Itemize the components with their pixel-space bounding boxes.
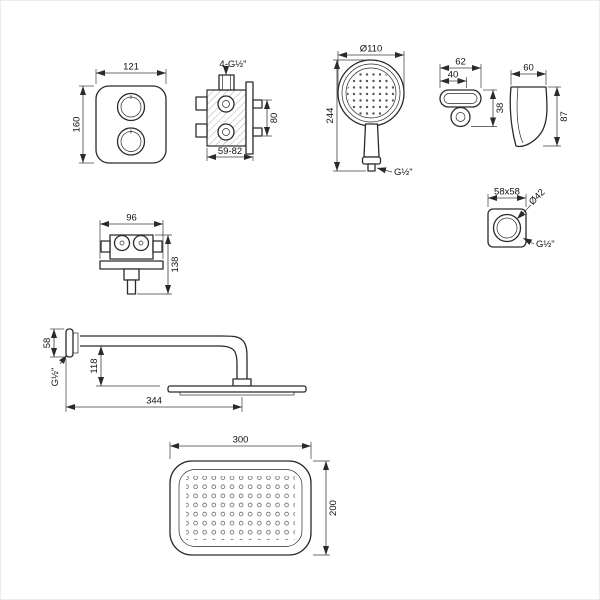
- dim-text-faceplate-height: 160: [72, 117, 83, 133]
- wall-elbow-view: 58x58 Ø42 G½": [487, 187, 555, 250]
- dim-text-head-depth: 200: [328, 500, 339, 516]
- bracket-side-profile: [509, 86, 548, 148]
- valve-left-port-lower: [195, 123, 208, 138]
- dim-text-head-width: 300: [233, 435, 249, 446]
- head-nozzle-grid: [186, 476, 295, 540]
- head-plate-side: [167, 385, 307, 393]
- dim-bracket-depth: 38: [471, 89, 506, 127]
- valve-body-left-port: [100, 240, 111, 253]
- dim-bracket-base-width: 40: [440, 70, 467, 88]
- dim-head-depth: 200: [313, 460, 339, 556]
- head-nozzle-band: [179, 391, 295, 396]
- dim-text-bracket-side-height: 87: [559, 111, 570, 122]
- dim-text-faceplate-width: 121: [123, 62, 139, 73]
- valve-body-crossbar: [99, 260, 164, 270]
- hand-shower-handle: [363, 123, 380, 158]
- valve-body-stem: [123, 268, 140, 281]
- valve-stem-upper: [252, 99, 263, 109]
- dim-text-valve-height: 80: [269, 113, 280, 124]
- dim-arm-reach: 344: [65, 359, 243, 412]
- dim-arm-drop: 118: [89, 346, 160, 387]
- bracket-hook-plan: [450, 106, 471, 128]
- dim-valve-body-height: 138: [137, 234, 181, 295]
- dim-bracket-width: 62: [439, 57, 482, 88]
- dim-valve-height: 80: [263, 99, 280, 137]
- dim-valve-body-width: 96: [99, 213, 164, 259]
- mixer-faceplate-front-view: 121 160: [72, 62, 167, 164]
- dim-text-bracket-width: 62: [455, 57, 466, 68]
- dim-faceplate-width: 121: [95, 62, 167, 84]
- label-elbow-diameter: Ø42: [516, 187, 547, 220]
- dim-elbow-plate-size: 58x58: [487, 187, 527, 207]
- dim-text-hand-shower-thread: G½": [394, 167, 413, 178]
- dim-text-bracket-side-width: 60: [523, 63, 534, 74]
- dim-hand-shower-length: 244: [325, 59, 366, 172]
- dim-text-arm-reach: 344: [146, 396, 162, 407]
- lower-knob: [116, 127, 146, 156]
- dim-text-bracket-depth: 38: [495, 103, 506, 114]
- bracket-base-plan: [439, 89, 482, 108]
- dim-text-hand-shower-diameter: Ø110: [360, 44, 383, 55]
- dim-valve-depth: 59-82: [206, 146, 254, 161]
- dim-bracket-side-width: 60: [510, 63, 547, 85]
- arm-head-connector: [232, 378, 252, 387]
- dim-text-hand-shower-length: 244: [325, 108, 336, 124]
- valve-left-port-upper: [195, 96, 208, 111]
- mixer-valve-section-view: 4-G½" 80 59-82: [195, 59, 280, 161]
- valve-body-front-view: 96 138: [99, 213, 181, 295]
- spray-face-dots: [347, 69, 395, 117]
- valve-top-port: [218, 74, 235, 91]
- upper-knob: [116, 92, 146, 122]
- label-hand-shower-thread: G½": [376, 167, 413, 178]
- dim-text-arm-drop: 118: [89, 358, 100, 373]
- dim-text-valve-body-width: 96: [126, 213, 137, 224]
- arm-tube-outer: [80, 335, 248, 379]
- valve-stem-lower: [252, 127, 263, 137]
- dim-arm-flange: 58: [42, 328, 64, 358]
- bracket-top-view: 62 40 38: [439, 57, 506, 128]
- label-valve-ports-thread: 4-G½": [219, 59, 247, 75]
- dim-head-width: 300: [169, 435, 312, 459]
- arm-wall-flange: [65, 328, 74, 358]
- dim-text-valve-body-height: 138: [170, 257, 181, 273]
- valve-body-stem-tip: [126, 279, 137, 295]
- valve-trim-plate: [245, 81, 254, 155]
- elbow-outlet: [492, 213, 522, 243]
- dim-bracket-side-height: 87: [543, 86, 570, 147]
- dim-text-valve-depth: 59-82: [218, 146, 242, 157]
- valve-body-right-port: [152, 240, 163, 253]
- hand-shower-view: Ø110 244 G½": [325, 44, 413, 179]
- dim-text-elbow-thread: G½": [536, 239, 555, 250]
- faceplate-outline: [95, 85, 167, 164]
- shower-arm-side-view: 58 G½" 118 344: [42, 328, 307, 412]
- dim-text-elbow-diameter: Ø42: [527, 187, 547, 207]
- hand-shower-nipple: [367, 163, 376, 172]
- dim-faceplate-height: 160: [72, 85, 94, 164]
- dim-text-arm-thread: G½": [50, 368, 61, 387]
- dim-text-valve-thread: 4-G½": [219, 59, 246, 70]
- dim-text-bracket-base-width: 40: [448, 70, 459, 81]
- bracket-side-view: 60 87: [509, 63, 570, 148]
- label-elbow-thread: G½": [522, 237, 555, 250]
- arm-tube-inner: [80, 345, 238, 379]
- dim-text-elbow-plate-size: 58x58: [494, 187, 520, 198]
- label-arm-thread: G½": [50, 354, 68, 387]
- dim-text-arm-flange: 58: [42, 338, 53, 349]
- rain-head-plan-view: 300 200: [169, 435, 339, 556]
